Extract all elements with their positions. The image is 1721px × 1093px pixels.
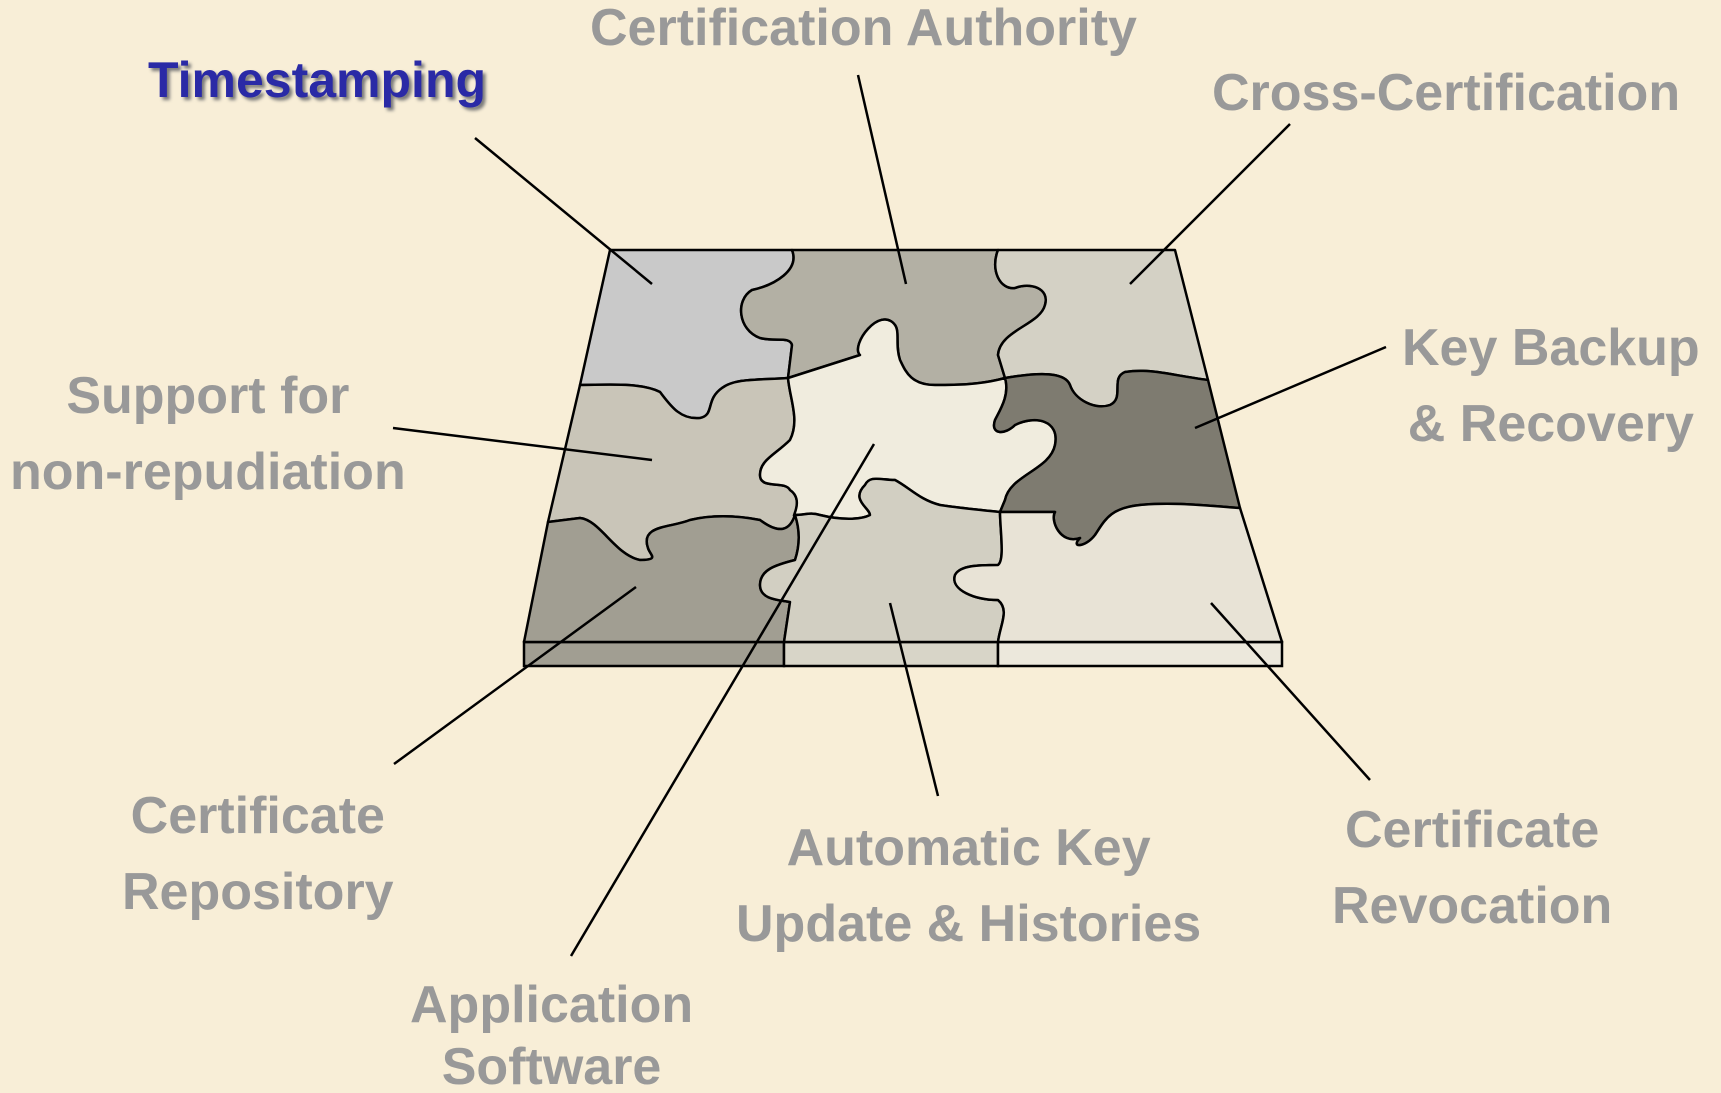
leader-line-application-software	[569, 443, 876, 957]
leader-lines	[392, 74, 1387, 957]
label-non-repudiation-line-2: non-repudiation	[10, 443, 406, 501]
leader-line-cross-certification	[1129, 123, 1291, 285]
label-certificate-repository-line-2: Repository	[122, 863, 394, 921]
leader-line-certification-authority	[856, 74, 908, 285]
leader-line-certificate-revocation	[1210, 602, 1371, 781]
label-certification-authority-line-1: Certification Authority	[590, 0, 1137, 57]
label-cross-certification: Cross-Certification	[1212, 55, 1680, 131]
label-automatic-key-update: Automatic Key Update & Histories	[736, 810, 1201, 962]
board-edge-right	[996, 640, 1284, 668]
label-application-software-line-1: Application	[410, 976, 694, 1034]
label-key-backup-recovery: Key Backup & Recovery	[1402, 310, 1700, 462]
leader-line-non-repudiation	[392, 426, 653, 462]
label-certificate-revocation-line-2: Revocation	[1332, 877, 1613, 935]
piece-certificate-repository	[522, 513, 800, 644]
label-timestamping-line-1: Timestamping	[148, 52, 487, 108]
label-certificate-revocation: Certificate Revocation	[1332, 792, 1612, 944]
leader-line-certificate-repository	[393, 585, 637, 766]
label-automatic-key-update-line-1: Automatic Key	[786, 819, 1151, 877]
label-timestamping: Timestamping	[148, 42, 486, 118]
board-edge-middle	[782, 640, 1000, 668]
label-certificate-revocation-line-1: Certificate	[1344, 801, 1600, 859]
label-certificate-repository-line-1: Certificate	[130, 787, 385, 845]
label-cross-certification-line-1: Cross-Certification	[1212, 64, 1681, 122]
label-key-backup-line-2: & Recovery	[1407, 395, 1694, 453]
piece-certificate-revocation	[953, 502, 1284, 644]
label-application-software: Application Software	[410, 967, 693, 1093]
leader-line-timestamping	[474, 137, 653, 285]
label-certification-authority: Certification Authority	[590, 0, 1137, 66]
leader-line-key-backup	[1194, 345, 1387, 430]
leader-line-automatic-key-update	[888, 602, 940, 797]
label-non-repudiation-line-1: Support for	[66, 367, 350, 425]
label-key-backup-line-1: Key Backup	[1402, 319, 1700, 377]
label-application-software-line-2: Software	[441, 1038, 662, 1093]
board-edge-left	[522, 640, 786, 668]
label-non-repudiation: Support for non-repudiation	[10, 358, 406, 510]
label-certificate-repository: Certificate Repository	[122, 778, 394, 930]
label-automatic-key-update-line-2: Update & Histories	[736, 895, 1202, 953]
